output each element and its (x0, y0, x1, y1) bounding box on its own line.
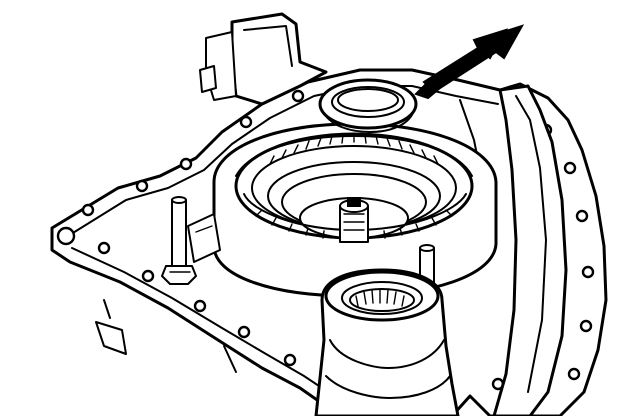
bolt-hole (135, 179, 149, 193)
bolt-hole (575, 209, 589, 223)
bolt-hole (239, 115, 253, 129)
lower-bearing-housing (314, 268, 460, 416)
stud-bolt (161, 196, 197, 285)
bolt-hole (579, 319, 593, 333)
center-shaft (339, 197, 369, 243)
lower-left-details (95, 299, 237, 373)
pointer-arrow (414, 24, 525, 100)
bolt-hole (237, 325, 251, 339)
bolt-hole (179, 157, 193, 171)
bolt-hole (81, 203, 95, 217)
clutch-teeth (255, 133, 453, 239)
bolt-hole (193, 299, 207, 313)
bolt-hole (291, 89, 305, 103)
bolt-hole (141, 269, 155, 283)
seal-ring (318, 78, 418, 133)
left-boss (187, 213, 221, 263)
bolt-hole (97, 241, 111, 255)
bearing-inner (341, 281, 423, 315)
bolt-hole (283, 353, 297, 367)
bolt-hole (563, 161, 577, 175)
bolt-hole (581, 265, 595, 279)
bolt-hole (567, 367, 581, 381)
bolt-hole (56, 226, 76, 246)
top-bosses (199, 12, 328, 106)
